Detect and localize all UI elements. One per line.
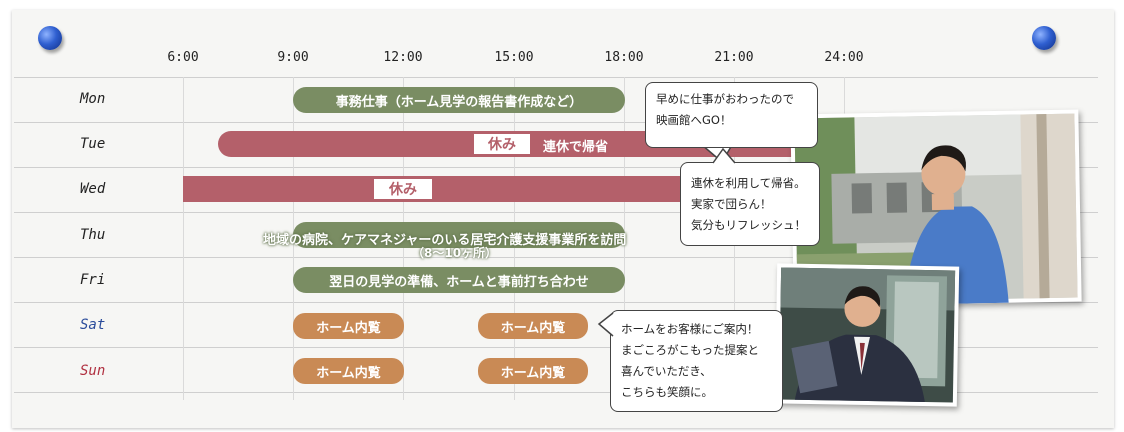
bubble-line: まごころがこもった提案と bbox=[621, 343, 759, 357]
time-label: 12:00 bbox=[383, 50, 423, 65]
pushpin-icon bbox=[1032, 26, 1056, 50]
grid-line bbox=[14, 257, 1098, 258]
day-label-sat: Sat bbox=[80, 317, 106, 333]
pushpin-icon bbox=[38, 26, 62, 50]
grid-line bbox=[14, 212, 1098, 213]
day-label-tue: Tue bbox=[80, 136, 106, 152]
grid-line bbox=[14, 122, 1098, 123]
time-label: 15:00 bbox=[494, 50, 534, 65]
holiday-chip: 休み bbox=[474, 134, 530, 154]
grid-line bbox=[14, 167, 1098, 168]
bubble-line: 気分もリフレッシュ！ bbox=[691, 218, 806, 232]
time-label: 6:00 bbox=[167, 50, 199, 65]
bubble-line: ホームをお客様にご案内！ bbox=[621, 322, 759, 336]
event-bar-sat-tour-1: ホーム内覧 bbox=[293, 313, 404, 339]
event-bar-sun-tour-1: ホーム内覧 bbox=[293, 358, 404, 384]
event-label: ホーム内覧 bbox=[316, 365, 381, 381]
time-label: 18:00 bbox=[604, 50, 644, 65]
speech-bubble-movie: 早めに仕事がおわったので 映画館へGO！ bbox=[645, 82, 818, 148]
time-label: 21:00 bbox=[714, 50, 754, 65]
bubble-line: 映画館へGO！ bbox=[656, 113, 732, 127]
event-label: ホーム内覧 bbox=[316, 320, 381, 336]
speech-bubble-tail bbox=[597, 312, 614, 337]
event-bar-sat-tour-2: ホーム内覧 bbox=[478, 313, 588, 339]
event-bar-thu-visits bbox=[293, 222, 625, 248]
speech-bubble-tail bbox=[712, 148, 736, 164]
grid-line bbox=[14, 392, 1098, 393]
day-label-fri: Fri bbox=[80, 272, 106, 288]
photo-suited-man bbox=[774, 263, 960, 407]
grid-line bbox=[183, 77, 184, 400]
holiday-chip: 休み bbox=[374, 179, 432, 199]
grid-line bbox=[14, 77, 1098, 78]
bubble-line: 実家で団らん！ bbox=[691, 197, 772, 211]
event-label: ホーム内覧 bbox=[500, 320, 566, 336]
event-label: ホーム内覧 bbox=[500, 365, 566, 381]
bubble-line: 早めに仕事がおわったので bbox=[656, 92, 794, 106]
event-label: 地域の病院、ケアマネジャーのいる居宅介護支援事業所を訪問 bbox=[263, 233, 627, 248]
event-bar-mon-office-work: 事務仕事（ホーム見学の報告書作成など） bbox=[293, 87, 625, 113]
day-label-thu: Thu bbox=[80, 227, 106, 243]
speech-bubble-guiding: ホームをお客様にご案内！ まごころがこもった提案と 喜んでいただき、 こちらも笑… bbox=[610, 310, 783, 412]
bubble-line: こちらも笑顔に。 bbox=[621, 385, 713, 399]
grid-line bbox=[14, 302, 1098, 303]
time-label: 9:00 bbox=[277, 50, 309, 65]
event-label: （8〜10ヶ所） bbox=[412, 246, 498, 260]
day-label-sun: Sun bbox=[80, 363, 106, 379]
day-label-mon: Mon bbox=[80, 91, 106, 107]
event-label: 連休で帰省 bbox=[543, 140, 609, 155]
event-label: 事務仕事（ホーム見学の報告書作成など） bbox=[335, 94, 583, 110]
event-bar-fri-preparation: 翌日の見学の準備、ホームと事前打ち合わせ bbox=[293, 267, 625, 293]
bubble-line: 連休を利用して帰省。 bbox=[691, 176, 806, 190]
time-label: 24:00 bbox=[824, 50, 864, 65]
day-label-wed: Wed bbox=[80, 181, 106, 197]
bubble-line: 喜んでいただき、 bbox=[621, 364, 712, 378]
grid-line bbox=[14, 347, 1098, 348]
event-label: 翌日の見学の準備、ホームと事前打ち合わせ bbox=[329, 274, 589, 290]
event-bar-sun-tour-2: ホーム内覧 bbox=[478, 358, 588, 384]
speech-bubble-home-visit: 連休を利用して帰省。 実家で団らん！ 気分もリフレッシュ！ bbox=[680, 162, 820, 246]
